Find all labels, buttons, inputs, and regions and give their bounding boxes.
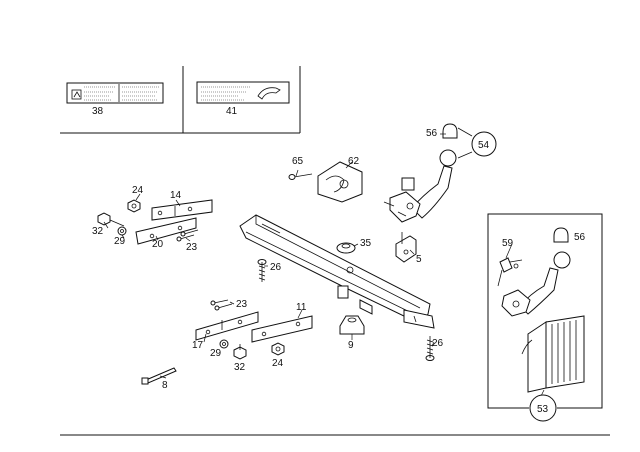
callout-24-lower: 24 xyxy=(272,358,284,369)
bracket-20[interactable] xyxy=(135,217,197,245)
screws-23-upper[interactable] xyxy=(176,229,199,242)
callout-26-lower: 26 xyxy=(432,338,444,349)
callout-14: 14 xyxy=(170,190,182,201)
callout-26-upper: 26 xyxy=(270,262,282,273)
callout-32-upper: 32 xyxy=(92,226,104,237)
bracket-14[interactable] xyxy=(151,199,213,221)
washer-29-upper[interactable] xyxy=(117,226,127,236)
removable-ball-assembly[interactable] xyxy=(501,251,571,317)
tow-ball-arm[interactable] xyxy=(383,149,457,223)
key-59[interactable] xyxy=(497,257,523,287)
callout-56-inset: 56 xyxy=(574,232,586,243)
callout-35: 35 xyxy=(360,238,372,249)
bolt-26-upper[interactable] xyxy=(257,259,267,283)
ball-cap-56-inset[interactable] xyxy=(553,227,569,243)
label-panel xyxy=(60,66,301,134)
screws-23-lower[interactable] xyxy=(210,299,233,311)
callout-labels: 38 41 56 54 65 62 24 14 32 29 20 23 35 5… xyxy=(92,106,586,415)
warning-label-38[interactable] xyxy=(66,82,164,104)
callout-23-upper: 23 xyxy=(186,242,198,253)
warning-label-41[interactable] xyxy=(196,81,290,104)
storage-case-53[interactable] xyxy=(521,315,585,393)
callout-11: 11 xyxy=(296,302,307,313)
callout-20: 20 xyxy=(152,239,164,250)
callout-8: 8 xyxy=(162,380,168,391)
callout-circle-53 xyxy=(529,394,557,422)
callout-41: 41 xyxy=(226,106,238,117)
callout-59: 59 xyxy=(502,238,514,249)
bolt-32-upper[interactable] xyxy=(97,212,125,227)
bolt-32-lower[interactable] xyxy=(233,344,247,360)
nut-24-lower[interactable] xyxy=(271,342,285,356)
callout-56-top: 56 xyxy=(426,128,438,139)
leader-lines xyxy=(103,133,545,399)
callout-17: 17 xyxy=(192,340,204,351)
callout-32-lower: 32 xyxy=(234,362,246,373)
callout-54: 54 xyxy=(478,140,490,151)
callout-circle-54 xyxy=(471,131,497,157)
callout-29-upper: 29 xyxy=(114,236,126,247)
crossmember[interactable] xyxy=(239,214,435,329)
callout-38: 38 xyxy=(92,106,104,117)
buffer-35[interactable] xyxy=(336,242,356,254)
cable-tie-8[interactable] xyxy=(141,367,177,385)
inset-frame xyxy=(487,213,603,409)
bolt-26-lower[interactable] xyxy=(425,336,435,361)
bracket-17[interactable] xyxy=(195,311,259,341)
nut-24-upper[interactable] xyxy=(127,199,141,213)
callout-23-lower: 23 xyxy=(236,299,248,310)
screw-65[interactable] xyxy=(288,173,313,180)
callout-24-upper: 24 xyxy=(132,185,144,196)
bracket-11[interactable] xyxy=(251,315,313,343)
callout-62: 62 xyxy=(348,156,360,167)
callout-bracket-54 xyxy=(457,127,473,159)
bracket-62[interactable] xyxy=(317,161,363,203)
callout-9: 9 xyxy=(348,340,354,351)
bracket-5[interactable] xyxy=(395,232,417,263)
callout-53: 53 xyxy=(537,404,549,415)
callout-29-lower: 29 xyxy=(210,348,222,359)
callout-5: 5 xyxy=(416,254,422,265)
callout-65: 65 xyxy=(292,156,304,167)
socket-9[interactable] xyxy=(339,315,365,335)
ball-cap-56-top[interactable] xyxy=(442,123,458,139)
washer-29-lower[interactable] xyxy=(219,339,229,349)
